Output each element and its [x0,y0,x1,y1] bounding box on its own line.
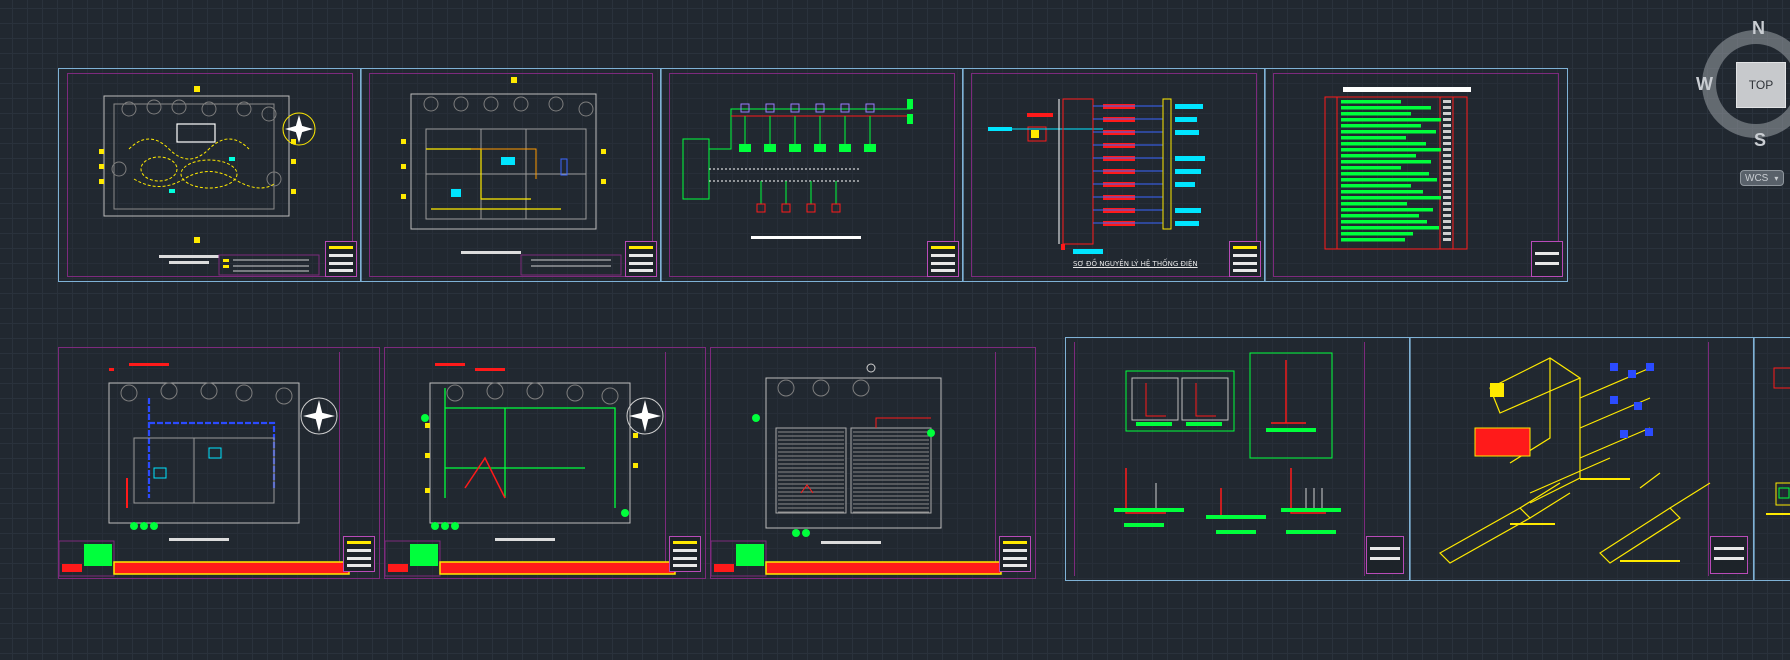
power-riser-caption: SƠ ĐỒ NGUYÊN LÝ HỆ THỐNG ĐIỆN [1073,260,1198,268]
compass-west[interactable]: W [1696,74,1713,94]
sheet-panel-schematic[interactable] [660,68,964,282]
title-block [1366,536,1404,574]
data-plan-drawing [384,363,676,577]
roof-plan-drawing [710,363,1002,577]
viewcube[interactable]: TOP N W S WCS ▾ [1696,18,1790,186]
title-block [669,536,701,572]
installation-details-drawing [1114,352,1341,534]
viewcube-top-face[interactable]: TOP [1736,62,1786,108]
legend-table-drawing [1324,87,1471,250]
sheet-installation-details[interactable] [1065,337,1411,581]
power-riser-drawing [988,98,1205,254]
ucs-menu-button[interactable]: WCS ▾ [1740,170,1784,186]
title-block [999,536,1031,572]
title-block [1531,241,1563,277]
sheet-floor-plan-cabling[interactable] [58,347,380,579]
site-plan-drawing [99,86,320,276]
sheet-floor-plan-power[interactable] [360,68,662,282]
title-block [343,536,375,572]
title-block [927,241,959,277]
layout-frame [369,73,653,277]
sheet-power-riser[interactable]: SƠ ĐỒ NGUYÊN LÝ HỆ THỐNG ĐIỆN [962,68,1266,282]
title-block [325,241,357,277]
sheet-legend-table[interactable] [1264,68,1568,282]
cabling-plan-drawing [58,363,350,577]
chevron-down-icon: ▾ [1774,173,1779,183]
sheet-partial-right[interactable] [1753,337,1790,581]
compass-north[interactable]: N [1752,18,1765,38]
floor-plan-drawing [401,77,622,276]
partial-right-drawing [1766,367,1790,515]
title-block [1229,241,1261,277]
sheet-roof-plan[interactable] [710,347,1036,579]
layout-frame [1273,73,1559,277]
layout-frame [971,73,1257,277]
ucs-menu-label: WCS [1745,172,1769,184]
title-block [1710,536,1748,574]
sheet-floor-plan-data[interactable] [384,347,706,579]
sheet-site-plan-lighting[interactable] [58,68,362,282]
compass-south[interactable]: S [1754,130,1767,150]
isometric-plumbing-drawing [1439,357,1711,564]
title-block [625,241,657,277]
panel-schematic-drawing [682,99,913,239]
sheet-isometric-plumbing[interactable] [1409,337,1755,581]
layout-frame [669,73,955,277]
layout-frame [67,73,353,277]
